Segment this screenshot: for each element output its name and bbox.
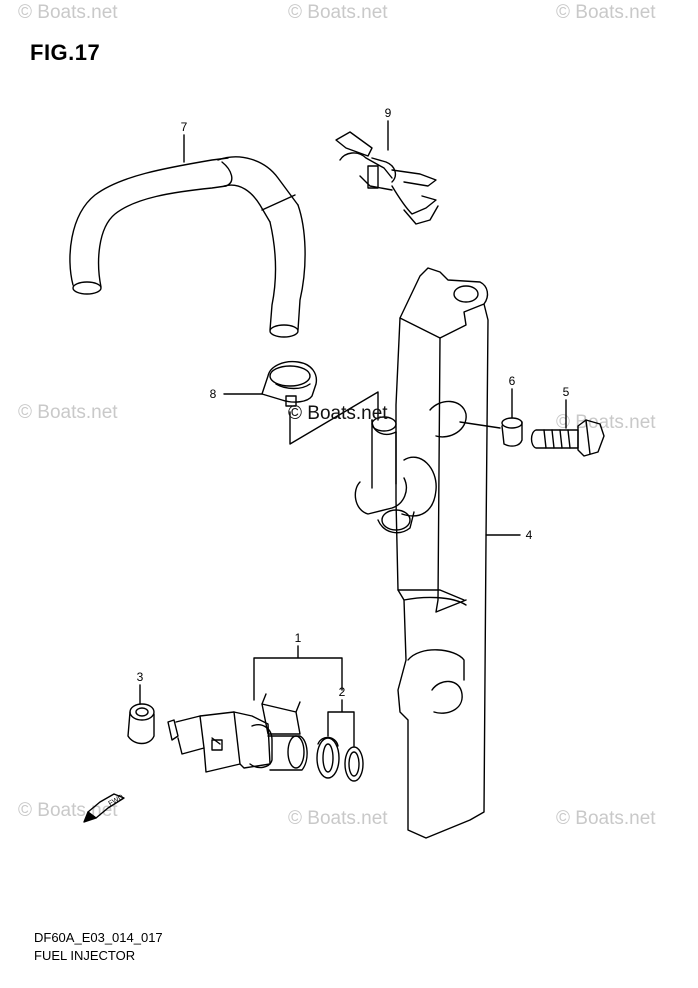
watermark: © Boats.net — [288, 2, 388, 23]
callout-4: 4 — [526, 528, 533, 542]
part-1-fuel-injector — [167, 693, 308, 773]
callout-9: 9 — [385, 106, 392, 120]
callout-3: 3 — [137, 670, 144, 684]
figure-title: FIG.17 — [30, 40, 101, 65]
watermark: © Boats.net — [288, 808, 388, 829]
part-2-o-rings — [316, 736, 364, 782]
callout-5: 5 — [563, 385, 570, 399]
callout-1: 1 — [295, 631, 302, 645]
part-7-fuel-hose — [69, 156, 306, 338]
part-4-fuel-delivery-pipe — [395, 267, 489, 839]
part-8-hose-clamp — [261, 360, 318, 407]
watermark: © Boats.net — [288, 403, 388, 424]
drawing-name: FUEL INJECTOR — [34, 948, 136, 963]
part-6-collar — [501, 417, 523, 447]
drawing-code: DF60A_E03_014_017 — [34, 930, 163, 945]
part-5-bolt — [530, 419, 605, 457]
watermark: © Boats.net — [556, 2, 656, 23]
part-9-clip — [335, 131, 439, 225]
callout-6: 6 — [509, 374, 516, 388]
rail-inlet-fitting — [354, 416, 437, 534]
callout-8: 8 — [210, 387, 217, 401]
leader-bracket-8 — [289, 391, 379, 445]
watermark: © Boats.net — [556, 808, 656, 829]
forward-direction-arrow — [83, 793, 125, 823]
callout-2: 2 — [339, 685, 346, 699]
watermark: © Boats.net — [556, 412, 656, 433]
callout-7: 7 — [181, 120, 188, 134]
part-3-cushion — [127, 703, 155, 745]
watermark: © Boats.net — [18, 2, 118, 23]
watermark: © Boats.net — [18, 402, 118, 423]
